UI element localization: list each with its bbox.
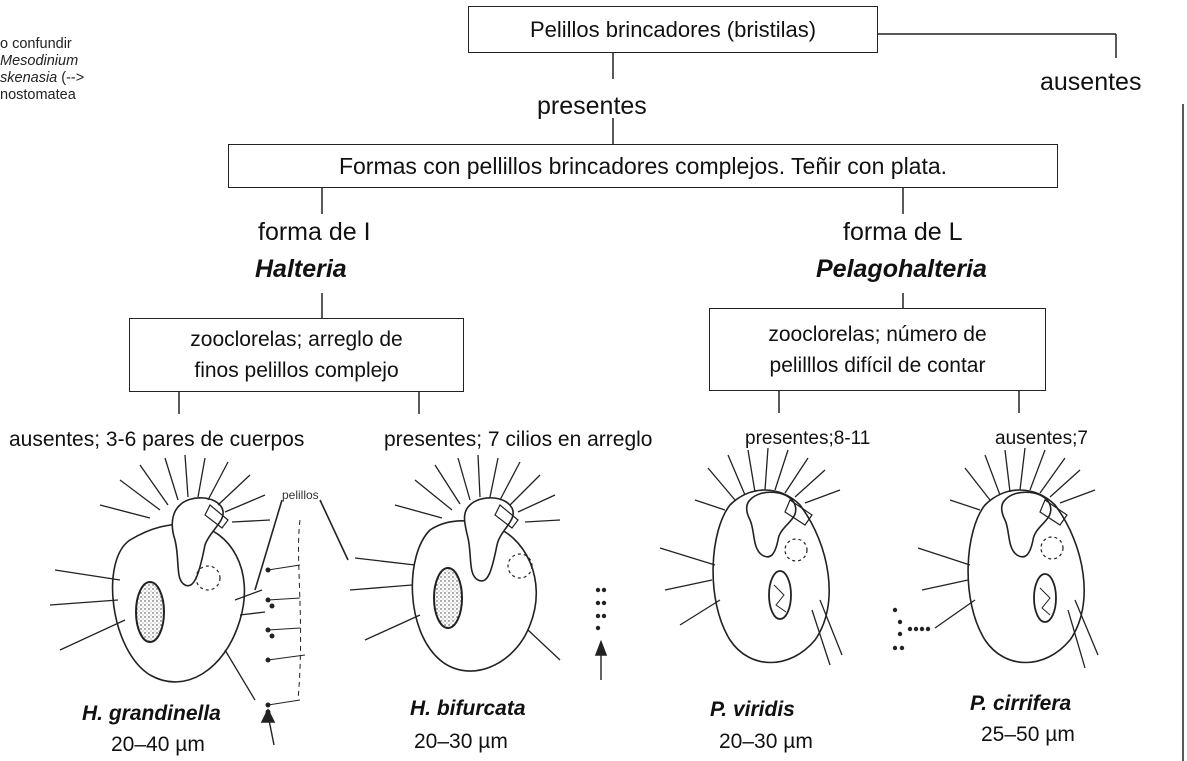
- level2-question-label: Formas con pellillos brincadores complej…: [338, 152, 948, 179]
- right-option-a: presentes;8-11: [745, 428, 871, 449]
- species-size: 20–30 µm: [719, 730, 813, 753]
- root-question-label: Pelillos brincadores (bristilas): [529, 16, 817, 42]
- side-note-line: skenasia (-->: [0, 70, 84, 87]
- species-name: H. grandinella: [82, 702, 221, 725]
- species-name: H. bifurcata: [410, 697, 526, 720]
- branch-present-label: presentes: [537, 92, 647, 120]
- right-shape-label: forma de L: [843, 218, 963, 246]
- side-note-line: o confundir: [0, 36, 72, 52]
- branch-absent-label: ausentes: [1040, 68, 1142, 96]
- right-question-box: zooclorelas; número de pelilllos difícil…: [709, 308, 1046, 391]
- left-question-box: zooclorelas; arreglo de finos pelillos c…: [129, 318, 464, 392]
- pelillos-annotation: pelillos: [282, 488, 319, 502]
- left-question-line2: finos pelillos complejo: [194, 359, 399, 382]
- species-name: P. cirrifera: [970, 692, 1072, 715]
- side-note-line: nostomatea: [0, 87, 76, 103]
- species-name: P. viridis: [710, 698, 795, 721]
- left-option-b: presentes; 7 cilios en arreglo: [384, 428, 653, 451]
- h-grandinella-drawing: [49, 454, 349, 746]
- h-bifurcata-drawing: [349, 454, 608, 680]
- p-viridis-drawing: [659, 447, 931, 666]
- side-note-line: Mesodinium: [0, 53, 79, 69]
- side-note-rest: (-->: [57, 70, 85, 86]
- side-note: o confundir Mesodinium skenasia (--> nos…: [0, 36, 84, 104]
- left-option-a: ausentes; 3-6 pares de cuerpos: [9, 428, 305, 451]
- right-question-line2: pelilllos difícil de contar: [769, 353, 986, 377]
- species-size: 20–40 µm: [111, 733, 205, 756]
- species-size: 25–50 µm: [981, 723, 1075, 746]
- right-genus-label: Pelagohalteria: [816, 255, 987, 283]
- right-question-line1: zooclorelas; número de: [768, 322, 987, 346]
- root-question-box: Pelillos brincadores (bristilas): [468, 6, 878, 53]
- left-shape-label: forma de I: [258, 218, 371, 246]
- side-note-italic: skenasia: [0, 70, 58, 86]
- left-genus-label: Halteria: [255, 255, 347, 283]
- right-option-b: ausentes;7: [995, 428, 1088, 449]
- left-question-line1: zooclorelas; arreglo de: [190, 328, 403, 351]
- level2-question-box: Formas con pellillos brincadores complej…: [228, 144, 1058, 188]
- species-size: 20–30 µm: [414, 730, 508, 753]
- p-cirrifera-drawing: [917, 447, 1099, 669]
